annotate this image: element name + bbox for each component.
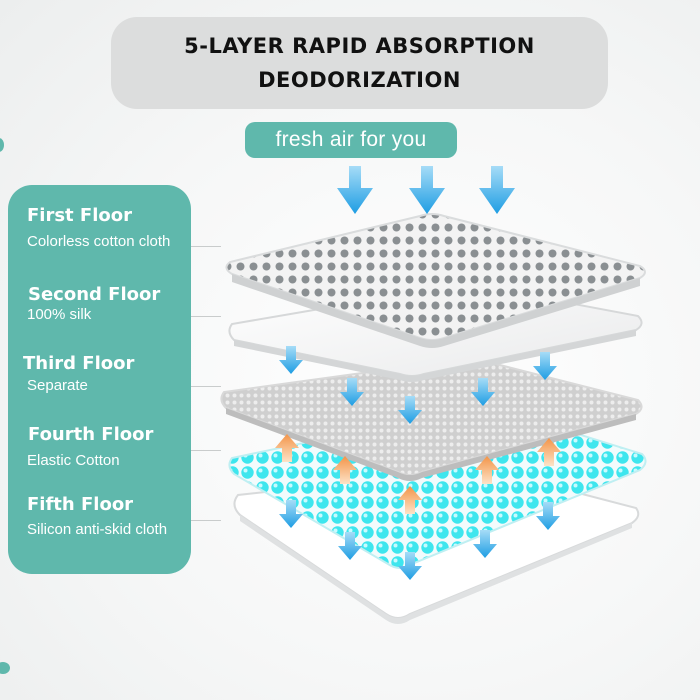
leader-line-1 (191, 246, 221, 247)
down-arrow-icon (409, 166, 445, 214)
leader-line-4 (191, 450, 221, 451)
layer-info-panel (8, 185, 191, 574)
layer-3-title: Third Floor (23, 353, 135, 374)
leader-line-5 (191, 520, 221, 521)
header-banner: 5-LAYER RAPID ABSORPTION DEODORIZATION (111, 17, 608, 109)
leader-line-2 (191, 316, 221, 317)
edge-blob (0, 662, 10, 674)
layer-1-description: Colorless cotton cloth (27, 233, 171, 250)
layer-4-title: Fourth Floor (28, 424, 154, 445)
edge-blob (0, 138, 4, 152)
header-title-line-1: 5-LAYER RAPID ABSORPTION (184, 34, 535, 58)
header-title-line-2: DEODORIZATION (258, 68, 461, 92)
layer-4-description: Elastic Cotton (27, 452, 120, 469)
layer-1-sheet (225, 213, 646, 348)
layer-5-title: Fifth Floor (27, 494, 134, 515)
leader-line-3 (191, 386, 221, 387)
layer-3-description: Separate (27, 377, 88, 394)
down-arrow-icon (337, 166, 373, 214)
layer-2-title: Second Floor (28, 284, 161, 305)
down-arrow-icon (479, 166, 515, 214)
layer-1-title: First Floor (27, 205, 133, 226)
layer-2-description: 100% silk (27, 306, 92, 323)
layer-5-description: Silicon anti-skid cloth (27, 521, 168, 538)
tagline-pill: fresh air for you (245, 122, 457, 158)
